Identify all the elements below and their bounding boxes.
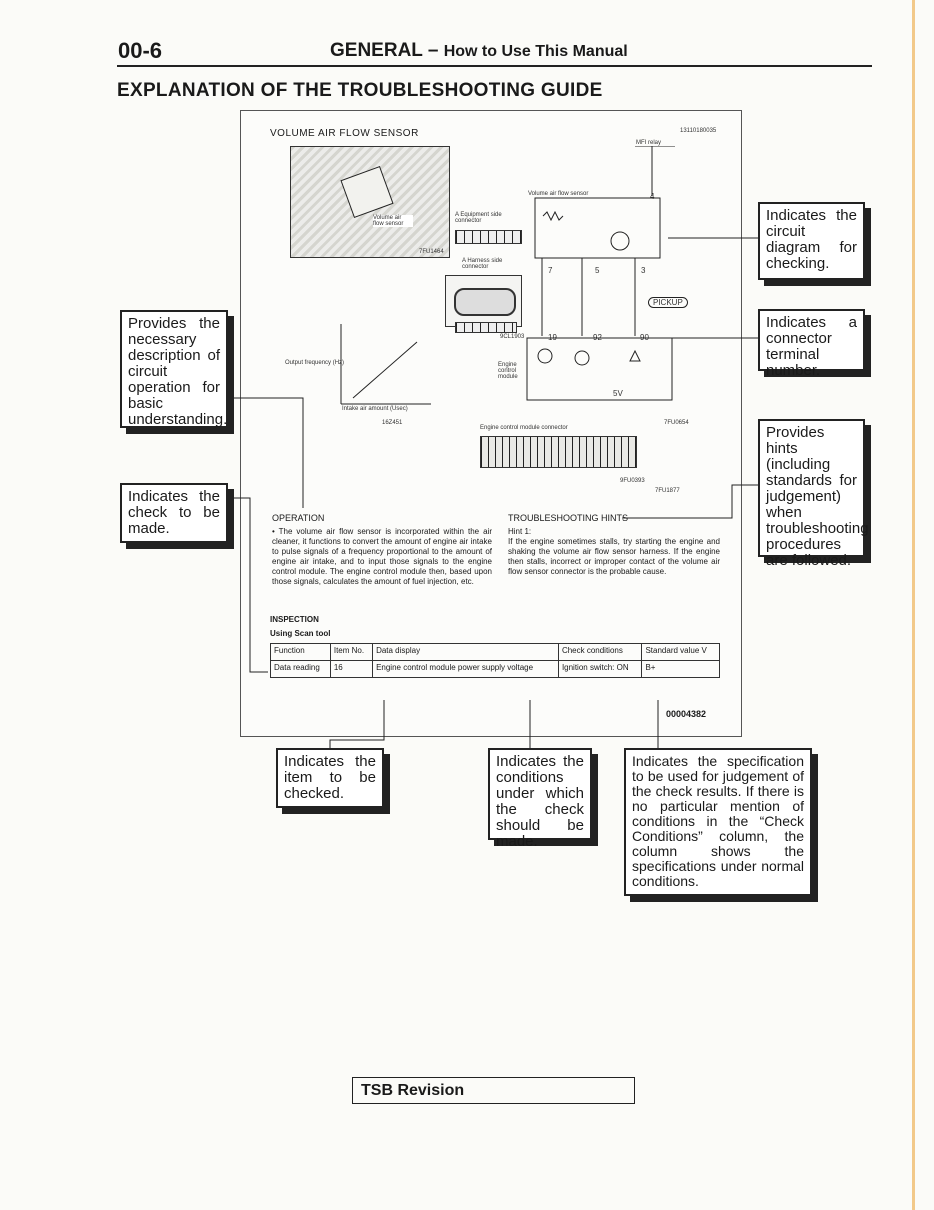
section-title: EXPLANATION OF THE TROUBLESHOOTING GUIDE — [117, 80, 603, 101]
header-rule — [117, 65, 872, 67]
col-item-no: Item No. — [329, 643, 374, 661]
hint-label: Hint 1: — [508, 527, 532, 536]
pin-5: 5 — [595, 266, 600, 275]
pin-4: 4 — [650, 192, 655, 201]
pin-3: 3 — [641, 266, 646, 275]
connector-code: 9CL1903 — [500, 334, 525, 340]
cell-data-display: Engine control module power supply volta… — [372, 660, 559, 678]
equipment-connector-diagram — [455, 230, 522, 244]
cell-check-conditions: Ignition switch: ON — [557, 660, 643, 678]
ecm-label: Engine control module — [498, 362, 518, 380]
table-row: Data reading 16 Engine control module po… — [270, 660, 720, 678]
frequency-graph — [340, 324, 431, 405]
header-title-main: GENERAL – — [330, 40, 439, 61]
pin-19: 19 — [548, 333, 557, 342]
callout-connector-terminal: Indicates a connector terminal number. — [758, 309, 865, 379]
callout-conditions: Indicates the conditions under which the… — [488, 748, 592, 850]
scan-tool-table: Function Item No. Data display Check con… — [270, 643, 720, 678]
vaf-sensor-label: Volume air flow sensor — [528, 191, 589, 197]
engine-photo: Volume air flow sensor 7FU1464 — [290, 146, 450, 258]
tsb-revision-box: TSB Revision — [352, 1077, 635, 1104]
inspection-heading: INSPECTION — [270, 615, 319, 624]
circuit-code: 7FU0654 — [664, 420, 689, 426]
ecm-connector-label: Engine control module connector — [480, 425, 568, 431]
operation-body: The volume air flow sensor is incorporat… — [272, 527, 492, 586]
page-number: 00-6 — [118, 38, 163, 63]
graph-y-label: Output frequency (Hz) — [285, 360, 345, 366]
connector-plug-shape — [454, 288, 516, 316]
mfi-relay-label: MFI relay — [636, 140, 662, 146]
operation-heading: OPERATION — [272, 513, 325, 523]
troubleshooting-heading: TROUBLESHOOTING HINTS — [508, 513, 629, 523]
photo-code: 7FU1464 — [419, 249, 444, 255]
operation-text: • The volume air flow sensor is incorpor… — [272, 527, 492, 586]
callout-check: Indicates the check to be made. — [120, 483, 228, 543]
header-subtitle: How to Use This Manual — [443, 43, 628, 60]
pickup-tag: PICKUP — [648, 297, 688, 308]
figure-code: 00004382 — [666, 709, 707, 719]
figure-code-top: 13110180035 — [680, 128, 717, 134]
circuit-diagram — [526, 146, 675, 401]
harness-connector-label: A Harness side connector — [462, 258, 503, 270]
harness-connector-pins — [455, 322, 517, 333]
callout-description: Provides the necessary description of ci… — [120, 310, 228, 428]
figure-heading: VOLUME AIR FLOW SENSOR — [270, 128, 419, 139]
graph-x-label: Intake air amount (Usec) — [342, 406, 408, 412]
connector-code-2: 7FU1877 — [655, 488, 680, 494]
photo-label: Volume air flow sensor — [373, 215, 413, 227]
pin-7: 7 — [548, 266, 553, 275]
callout-specification: Indicates the specification to be used f… — [624, 748, 812, 896]
callout-circuit-diagram: Indicates the circuit diagram for checki… — [758, 202, 865, 280]
cell-standard-value: B+ — [641, 660, 720, 678]
pin-90: 90 — [640, 333, 649, 342]
inspection-subheading: Using Scan tool — [270, 629, 331, 638]
cell-item-no: 16 — [329, 660, 374, 678]
five-volt-label: 5V — [613, 389, 623, 398]
callout-hints: Provides hints (including standards for … — [758, 419, 869, 569]
page-edge — [912, 0, 915, 1210]
graph-code: 16Z451 — [382, 420, 403, 426]
connector-code-1: 9FU0393 — [620, 478, 645, 484]
pin-92: 92 — [593, 333, 602, 342]
header-title: GENERAL – How to Use This Manual — [330, 40, 628, 62]
callout-item: Indicates the item to be checked. — [276, 748, 384, 808]
ecm-connector-diagram — [480, 436, 637, 468]
hint-text: If the engine sometimes stalls, try star… — [508, 537, 720, 576]
equipment-connector-label: A Equipment side connector — [455, 212, 502, 224]
